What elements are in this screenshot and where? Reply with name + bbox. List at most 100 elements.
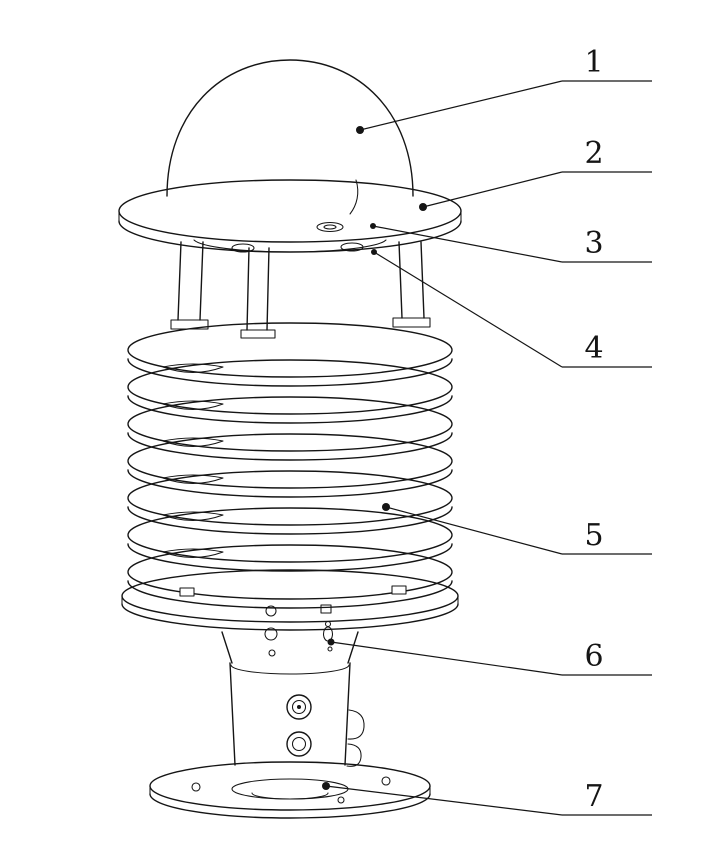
post-left bbox=[170, 241, 209, 330]
top-rim bbox=[118, 179, 462, 253]
body-left-edge bbox=[229, 662, 236, 766]
flange-hole-left bbox=[191, 782, 201, 792]
neck-right-edge bbox=[347, 631, 359, 664]
panel-led-small bbox=[327, 646, 333, 652]
panel-connector-pin bbox=[324, 620, 332, 628]
connector-upper-pin bbox=[297, 705, 301, 709]
callout-4-label: 4 bbox=[584, 331, 603, 366]
neck-seam bbox=[230, 664, 350, 675]
louver-ring-lip bbox=[127, 580, 453, 609]
sensor-port-inner bbox=[323, 224, 337, 230]
callout-7-label: 7 bbox=[584, 779, 603, 814]
sensor-port bbox=[316, 221, 344, 233]
front-connectors bbox=[286, 694, 312, 757]
post-right bbox=[392, 241, 431, 328]
callout-5-leader bbox=[385, 506, 563, 555]
post-right-edge-a bbox=[398, 241, 403, 319]
body-cylinder bbox=[229, 662, 365, 767]
flange-hole-front bbox=[337, 796, 345, 804]
panel-led bbox=[268, 649, 276, 657]
callout-4: 4 bbox=[371, 249, 652, 368]
plate-bottom-edge bbox=[121, 603, 459, 631]
post-right-edge-b bbox=[420, 241, 425, 319]
louver-ring bbox=[127, 396, 453, 452]
louver-ring bbox=[127, 470, 453, 526]
neck bbox=[221, 604, 359, 675]
control-panel bbox=[264, 604, 334, 657]
louver-ring bbox=[127, 507, 453, 563]
base-flange bbox=[149, 761, 431, 819]
louver-ring-lip bbox=[127, 395, 453, 424]
neck-left-edge bbox=[221, 631, 233, 664]
flange-inner-ring bbox=[231, 778, 349, 800]
platform-screw-right bbox=[340, 242, 364, 252]
callout-4-leader bbox=[373, 251, 563, 368]
louver-stack bbox=[127, 322, 453, 609]
plate-tab-right bbox=[391, 585, 407, 595]
callout-6-label: 6 bbox=[584, 639, 603, 674]
louver-ring bbox=[127, 322, 453, 378]
callout-5-label: 5 bbox=[584, 518, 603, 553]
callout-2-leader bbox=[422, 171, 563, 208]
flange-hole-right bbox=[381, 776, 391, 786]
callout-1: 1 bbox=[356, 45, 652, 134]
louver-gap-shadow bbox=[162, 511, 224, 522]
bottom-plate bbox=[121, 569, 459, 631]
callouts: 1 2 3 4 5 bbox=[322, 45, 652, 816]
post-right-foot bbox=[392, 317, 431, 328]
post-left-foot bbox=[170, 319, 209, 330]
support-posts bbox=[170, 241, 431, 339]
flange-bottom-edge bbox=[149, 793, 431, 819]
connector-upper-core bbox=[291, 699, 307, 715]
louver-ring-lip bbox=[127, 432, 453, 461]
callout-3: 3 bbox=[370, 223, 652, 263]
post-middle bbox=[240, 247, 276, 339]
platform-edge bbox=[193, 239, 387, 253]
louver-gap-shadow bbox=[162, 548, 224, 559]
post-middle-edge-a bbox=[246, 247, 250, 331]
callout-6: 6 bbox=[327, 638, 652, 676]
callout-7: 7 bbox=[322, 779, 652, 816]
post-left-edge-b bbox=[199, 241, 204, 321]
panel-button-1 bbox=[265, 605, 277, 617]
side-connector-upper bbox=[347, 709, 365, 740]
connector-upper-ring bbox=[286, 694, 312, 720]
louver-gap-shadow bbox=[162, 363, 224, 374]
post-middle-edge-b bbox=[266, 247, 270, 331]
callout-2-label: 2 bbox=[584, 136, 603, 171]
callout-2: 2 bbox=[419, 136, 652, 211]
louver-gap-shadow bbox=[162, 437, 224, 448]
plate-top-edge bbox=[121, 569, 459, 623]
dome-seam bbox=[349, 179, 359, 215]
callout-6-leader bbox=[330, 641, 563, 676]
panel-switch bbox=[320, 604, 332, 614]
callout-5: 5 bbox=[382, 503, 652, 555]
louver-ring bbox=[127, 544, 453, 600]
dome bbox=[166, 59, 414, 215]
platform-screw-left bbox=[231, 243, 255, 253]
louver-ring-lip bbox=[127, 358, 453, 387]
louver-gap-shadow bbox=[162, 474, 224, 485]
panel-button-2 bbox=[264, 627, 278, 641]
body-right-edge bbox=[344, 662, 351, 766]
flange-inner-arc bbox=[251, 792, 329, 800]
louver-ring bbox=[127, 359, 453, 415]
side-connectors bbox=[346, 709, 365, 767]
side-connector-lower bbox=[346, 743, 362, 767]
callout-3-leader bbox=[372, 225, 563, 263]
rim-bottom-edge bbox=[118, 220, 462, 253]
louver-ring bbox=[127, 433, 453, 489]
dome-outline bbox=[166, 59, 414, 197]
connector-lower-core bbox=[291, 736, 307, 752]
callout-3-label: 3 bbox=[584, 226, 603, 261]
louver-ring-lip bbox=[127, 543, 453, 572]
plate-tab-left bbox=[179, 587, 195, 597]
louver-gap-shadow bbox=[162, 400, 224, 411]
callout-1-leader bbox=[359, 80, 563, 131]
post-middle-foot bbox=[240, 329, 276, 339]
callout-7-leader bbox=[325, 785, 563, 816]
sensor-platform bbox=[193, 221, 387, 253]
connector-lower-ring bbox=[286, 731, 312, 757]
